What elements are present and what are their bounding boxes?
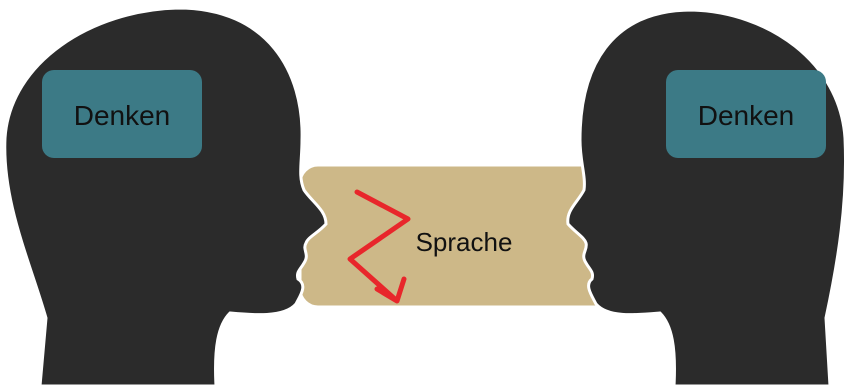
left-head-silhouette bbox=[3, 6, 328, 386]
arrow-head-icon bbox=[374, 276, 407, 304]
zigzag-line bbox=[347, 189, 411, 303]
zigzag-arrow bbox=[347, 189, 411, 304]
sprache-label: Sprache bbox=[416, 227, 513, 257]
right-thought-label: Denken bbox=[698, 100, 795, 131]
right-thought-box bbox=[666, 70, 826, 158]
left-thought-label: Denken bbox=[74, 100, 171, 131]
left-thought-box bbox=[42, 70, 202, 158]
right-head-silhouette bbox=[566, 8, 848, 386]
